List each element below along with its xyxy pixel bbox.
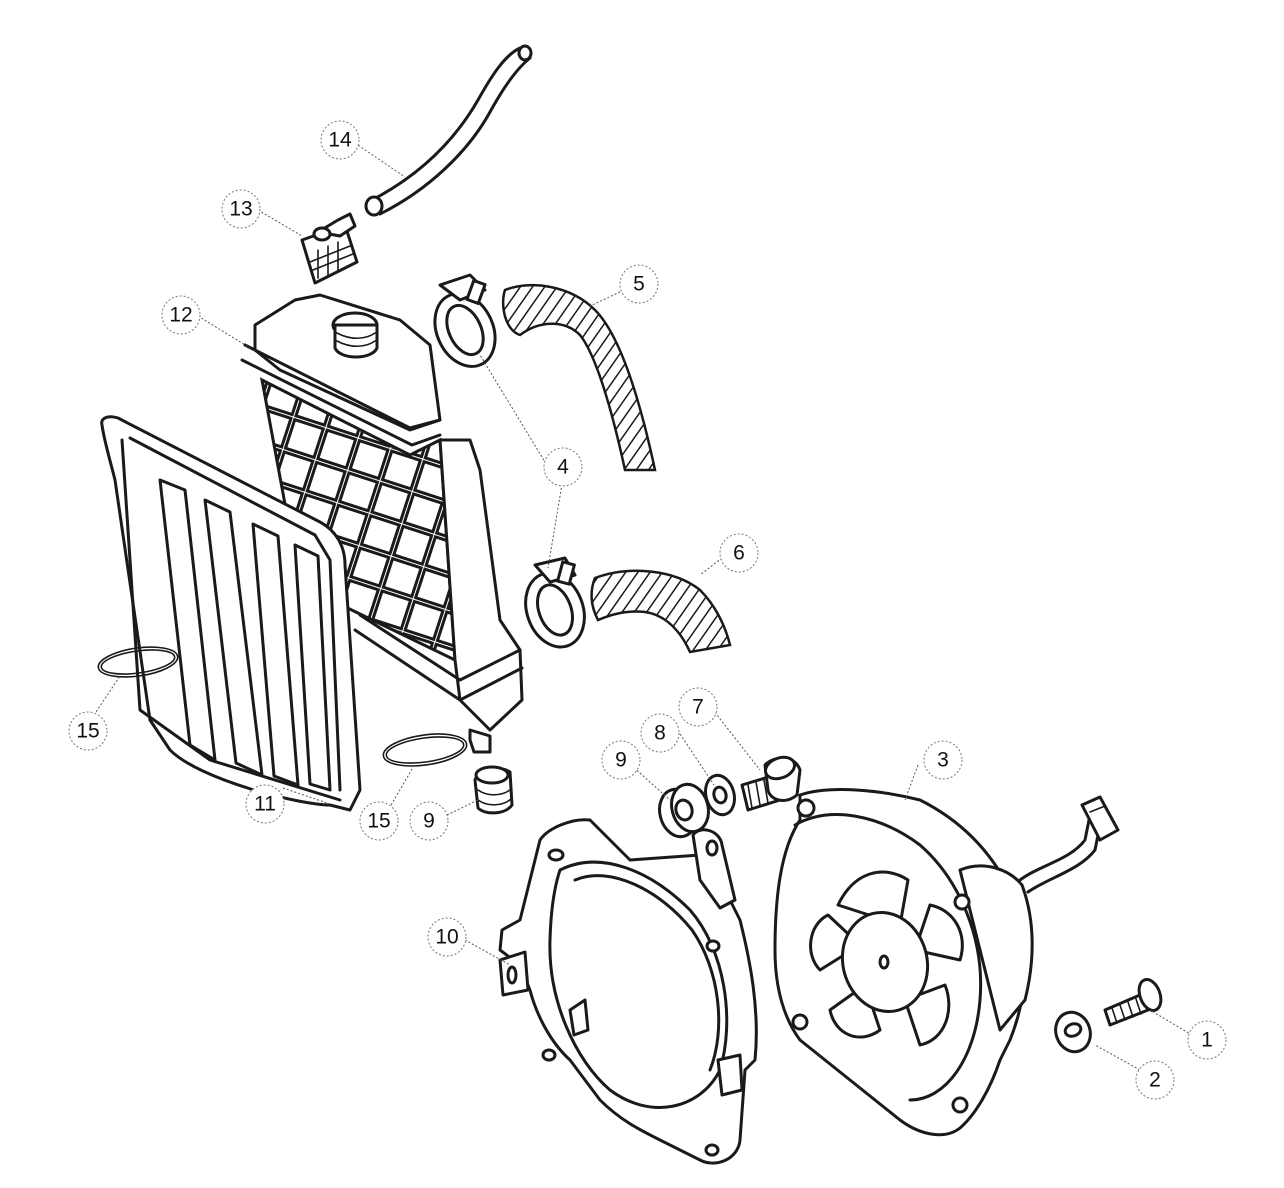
lower-hose — [590, 569, 732, 654]
rubber-grommet-left — [473, 765, 514, 815]
o-ring-bottom — [382, 733, 468, 767]
leader-lines — [93, 142, 1193, 1071]
callout-3: 3 — [923, 740, 963, 780]
callout-11: 11 — [245, 784, 285, 824]
callout-6: 6 — [719, 533, 759, 573]
callout-9-middle-label: 9 — [615, 749, 627, 772]
callout-12: 12 — [161, 295, 201, 335]
callout-3-label: 3 — [937, 749, 949, 772]
callout-5: 5 — [619, 264, 659, 304]
hose-clamp-upper — [433, 273, 497, 368]
radiator-cap — [300, 212, 359, 285]
callout-13-label: 13 — [229, 198, 252, 221]
callout-10-label: 10 — [435, 926, 458, 949]
washer-2 — [1054, 1010, 1092, 1054]
radiator-grille — [100, 415, 362, 812]
callout-15-left-label: 15 — [76, 720, 99, 743]
callout-4-label: 4 — [557, 456, 569, 479]
callout-9-left-label: 9 — [423, 810, 435, 833]
o-ring-bottom-inner — [385, 736, 465, 764]
callout-8-label: 8 — [654, 722, 666, 745]
callout-2-label: 2 — [1149, 1069, 1161, 1092]
callout-1-label: 1 — [1201, 1029, 1213, 1052]
callout-5-label: 5 — [633, 273, 645, 296]
callout-13: 13 — [221, 189, 261, 229]
overflow-hose — [364, 44, 533, 217]
callout-8: 8 — [640, 713, 680, 753]
fan-shroud-bracket — [498, 818, 758, 1165]
callout-1: 1 — [1187, 1020, 1227, 1060]
electric-fan — [773, 788, 1120, 1137]
callout-10: 10 — [427, 917, 467, 957]
o-ring-left — [97, 646, 179, 678]
callout-9-middle: 9 — [601, 740, 641, 780]
callout-9-left: 9 — [409, 801, 449, 841]
screw-1 — [1103, 978, 1163, 1027]
callout-15-bottom: 15 — [359, 801, 399, 841]
callout-14: 14 — [320, 120, 360, 160]
washer-8 — [704, 773, 736, 817]
callout-4: 4 — [543, 447, 583, 487]
hose-clamp-lower — [524, 556, 586, 649]
callout-11-label: 11 — [254, 793, 276, 816]
o-ring-left-inner — [100, 649, 176, 675]
bolt-7 — [740, 755, 802, 812]
callout-2: 2 — [1135, 1060, 1175, 1100]
rubber-grommet-middle — [658, 782, 710, 839]
callout-15-bottom-label: 15 — [367, 810, 390, 833]
upper-hose — [501, 284, 657, 472]
callout-12-label: 12 — [169, 304, 192, 327]
callout-7: 7 — [678, 687, 718, 727]
callout-7-label: 7 — [692, 696, 704, 719]
callout-15-left: 15 — [68, 711, 108, 751]
callout-14-label: 14 — [328, 129, 352, 152]
callout-6-label: 6 — [733, 542, 745, 565]
